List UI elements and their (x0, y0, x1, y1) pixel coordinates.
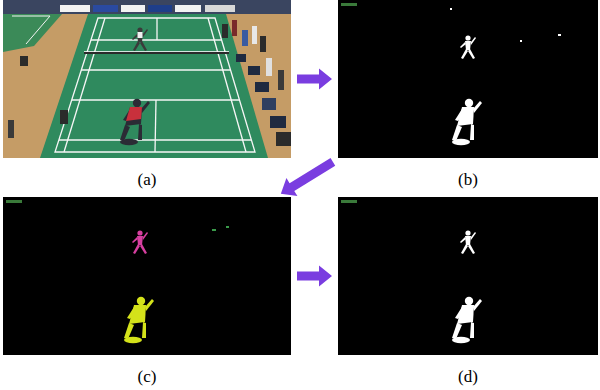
noise-speck (226, 226, 229, 228)
person (8, 120, 14, 138)
chair (248, 66, 260, 75)
person (260, 36, 266, 52)
chair (236, 54, 246, 62)
player-silhouette (452, 297, 482, 343)
panel-label: (b) (458, 170, 478, 190)
court-outline (55, 18, 255, 152)
chair (276, 132, 291, 146)
wood-floor (3, 0, 291, 158)
panel-label: (c) (138, 367, 157, 387)
court-surface (40, 14, 268, 158)
far-player (132, 27, 148, 51)
court-photo (3, 0, 291, 158)
mask-panel (338, 0, 598, 158)
net (84, 52, 229, 54)
side-line (64, 18, 105, 152)
center-line (156, 18, 157, 40)
overlay-mark (341, 3, 357, 6)
flow-arrow (297, 69, 332, 90)
side-court (3, 14, 62, 52)
chair (255, 82, 269, 92)
flow-arrow (297, 266, 332, 287)
noise-speck (558, 34, 561, 36)
overlay-mark (341, 200, 357, 203)
player-shirt (126, 107, 142, 121)
person (60, 110, 68, 124)
chair (20, 56, 28, 66)
mask-ground (338, 0, 598, 158)
person (278, 70, 284, 90)
image-panel: (b) (338, 0, 598, 192)
banner (121, 5, 145, 12)
banner (148, 5, 172, 12)
side-line (208, 18, 246, 152)
image-panel: (a) (3, 0, 291, 192)
player (120, 99, 150, 145)
player-region (132, 230, 148, 254)
player-shirt (138, 32, 143, 38)
service-line (81, 69, 231, 70)
overlay-mark (6, 200, 22, 203)
panel-label: (a) (138, 170, 157, 190)
court-lines (55, 18, 255, 152)
image-panel: (d) (338, 197, 598, 389)
player (132, 27, 148, 51)
chair (270, 116, 286, 128)
flow-arrow (281, 158, 335, 196)
mask-ground (338, 197, 598, 355)
player-silhouette (460, 230, 476, 254)
banner (60, 5, 90, 12)
result-panel (338, 197, 598, 355)
noise-speck (212, 229, 216, 231)
image-panel: (c) (3, 197, 291, 389)
person (266, 58, 272, 76)
side-court-line (12, 16, 50, 44)
banner (175, 5, 201, 12)
chair (262, 98, 276, 110)
stand-wall (3, 0, 291, 14)
audience (8, 20, 291, 146)
mask-ground (3, 197, 291, 355)
panel-label: (d) (458, 367, 478, 387)
banner (205, 5, 235, 12)
label-panel (3, 197, 291, 355)
person (242, 30, 248, 46)
net-tape (84, 51, 229, 52)
noise-speck (450, 8, 452, 10)
person (222, 24, 228, 38)
player-silhouette (452, 99, 482, 145)
center-line (155, 100, 156, 152)
player-region (124, 297, 154, 343)
person (252, 26, 257, 44)
person (232, 20, 237, 36)
player-silhouette (460, 35, 476, 59)
banner (93, 5, 118, 12)
near-player (120, 99, 150, 145)
noise-speck (520, 40, 522, 42)
